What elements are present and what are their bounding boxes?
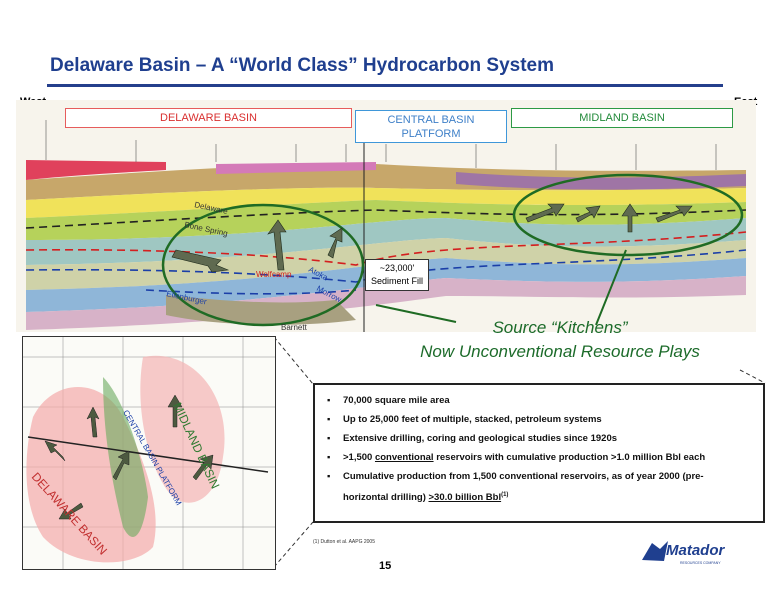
- bullet-4-pre: >1,500: [343, 452, 375, 463]
- footnote: (1) Dutton et al. AAPG 2005: [313, 539, 375, 545]
- delaware-basin-label: DELAWARE BASIN: [65, 108, 352, 128]
- source-kitchens-heading: Source “Kitchens”: [492, 318, 628, 337]
- permian-basin-map: DELAWARE BASIN MIDLAND BASIN CENTRAL BAS…: [22, 336, 276, 570]
- central-basin-line2: PLATFORM: [401, 128, 461, 140]
- bullet-4-post: reservoirs with cumulative production >1…: [433, 452, 706, 463]
- bullet-5-footnote-ref: (1): [501, 492, 509, 498]
- central-basin-line1: CENTRAL BASIN: [387, 114, 475, 126]
- unconventional-plays-heading: Now Unconventional Resource Plays: [420, 342, 700, 361]
- logo-tagline: RESOURCES COMPANY: [680, 561, 721, 565]
- bullet-area: 70,000 square mile area: [327, 391, 755, 410]
- central-basin-platform-label: CENTRAL BASIN PLATFORM: [355, 110, 507, 143]
- bullet-cumulative-production: Cumulative production from 1,500 convent…: [327, 467, 755, 507]
- bullet-thickness: Up to 25,000 feet of multiple, stacked, …: [327, 410, 755, 429]
- bullet-5-line1: Cumulative production from 1,500 convent…: [343, 471, 704, 482]
- bullet-5-line2: horizontal drilling): [343, 492, 429, 504]
- bullet-studies: Extensive drilling, coring and geologica…: [327, 429, 755, 448]
- bullet-conventional-reservoirs: >1,500 conventional reservoirs with cumu…: [327, 448, 755, 467]
- midland-basin-label: MIDLAND BASIN: [511, 108, 733, 128]
- bullet-5-underline: >30.0 billion Bbl: [428, 492, 502, 504]
- sediment-fill-text: Sediment Fill: [370, 276, 424, 286]
- matador-logo: Matador RESOURCES COMPANY: [642, 541, 726, 565]
- sediment-fill-callout: ~23,000' Sediment Fill: [365, 259, 429, 291]
- logo-name: Matador: [666, 542, 726, 559]
- page-number: 15: [379, 560, 392, 572]
- formation-wolfcamp: Wolfcamp: [256, 270, 292, 279]
- slide-title: Delaware Basin – A “World Class” Hydroca…: [50, 55, 555, 76]
- formation-barnett: Barnett: [281, 323, 308, 332]
- key-facts-box: 70,000 square mile area Up to 25,000 fee…: [313, 383, 765, 523]
- bullet-4-underline: conventional: [374, 452, 434, 463]
- title-underline: [47, 84, 723, 87]
- sediment-fill-depth: ~23,000': [379, 263, 415, 273]
